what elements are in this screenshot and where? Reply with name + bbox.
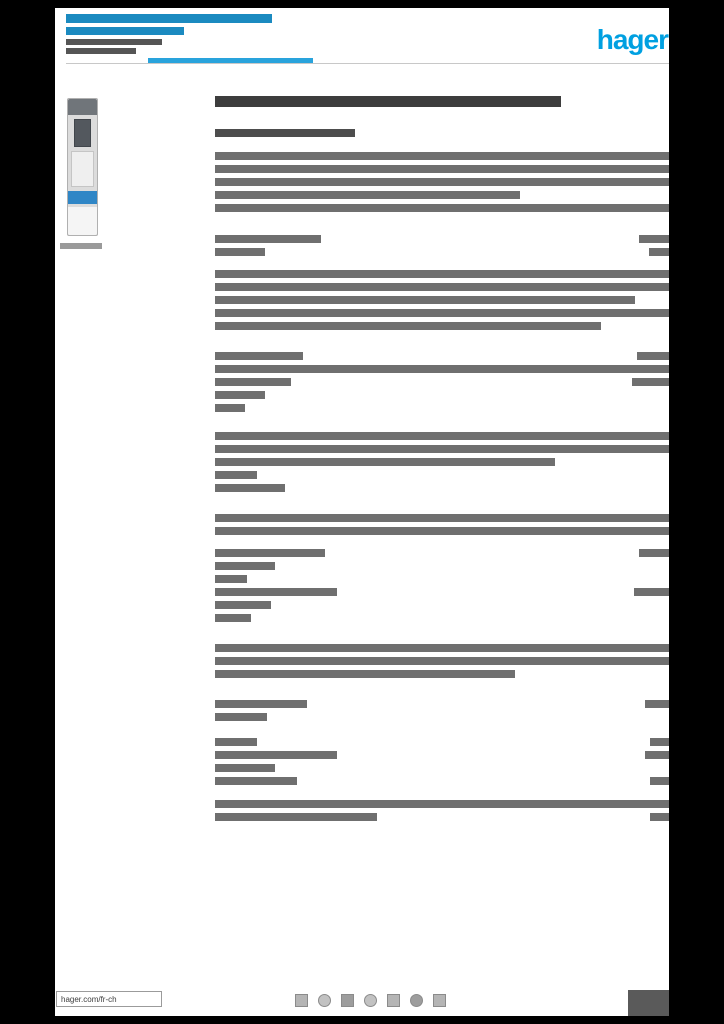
device-label-area <box>71 151 94 187</box>
product-image <box>62 96 102 238</box>
cert-icon-1 <box>295 994 308 1008</box>
device-window <box>74 119 91 147</box>
cert-icon-7 <box>433 994 446 1008</box>
footer-website-link[interactable]: hager.com/fr-ch <box>56 991 162 1007</box>
datasheet-page <box>55 8 669 1016</box>
cert-icon-5 <box>387 994 400 1008</box>
device-blue-band <box>68 191 97 204</box>
cert-icon-3 <box>341 994 354 1008</box>
footer-page-block <box>628 990 669 1016</box>
din-device-illustration <box>67 98 98 236</box>
device-base <box>68 207 97 235</box>
cert-icon-6 <box>410 994 423 1008</box>
cert-icon-2 <box>318 994 331 1008</box>
certification-icons <box>295 992 456 1008</box>
cert-icon-4 <box>364 994 377 1008</box>
device-top-cap <box>68 99 97 115</box>
hager-logo: hager <box>596 24 669 55</box>
